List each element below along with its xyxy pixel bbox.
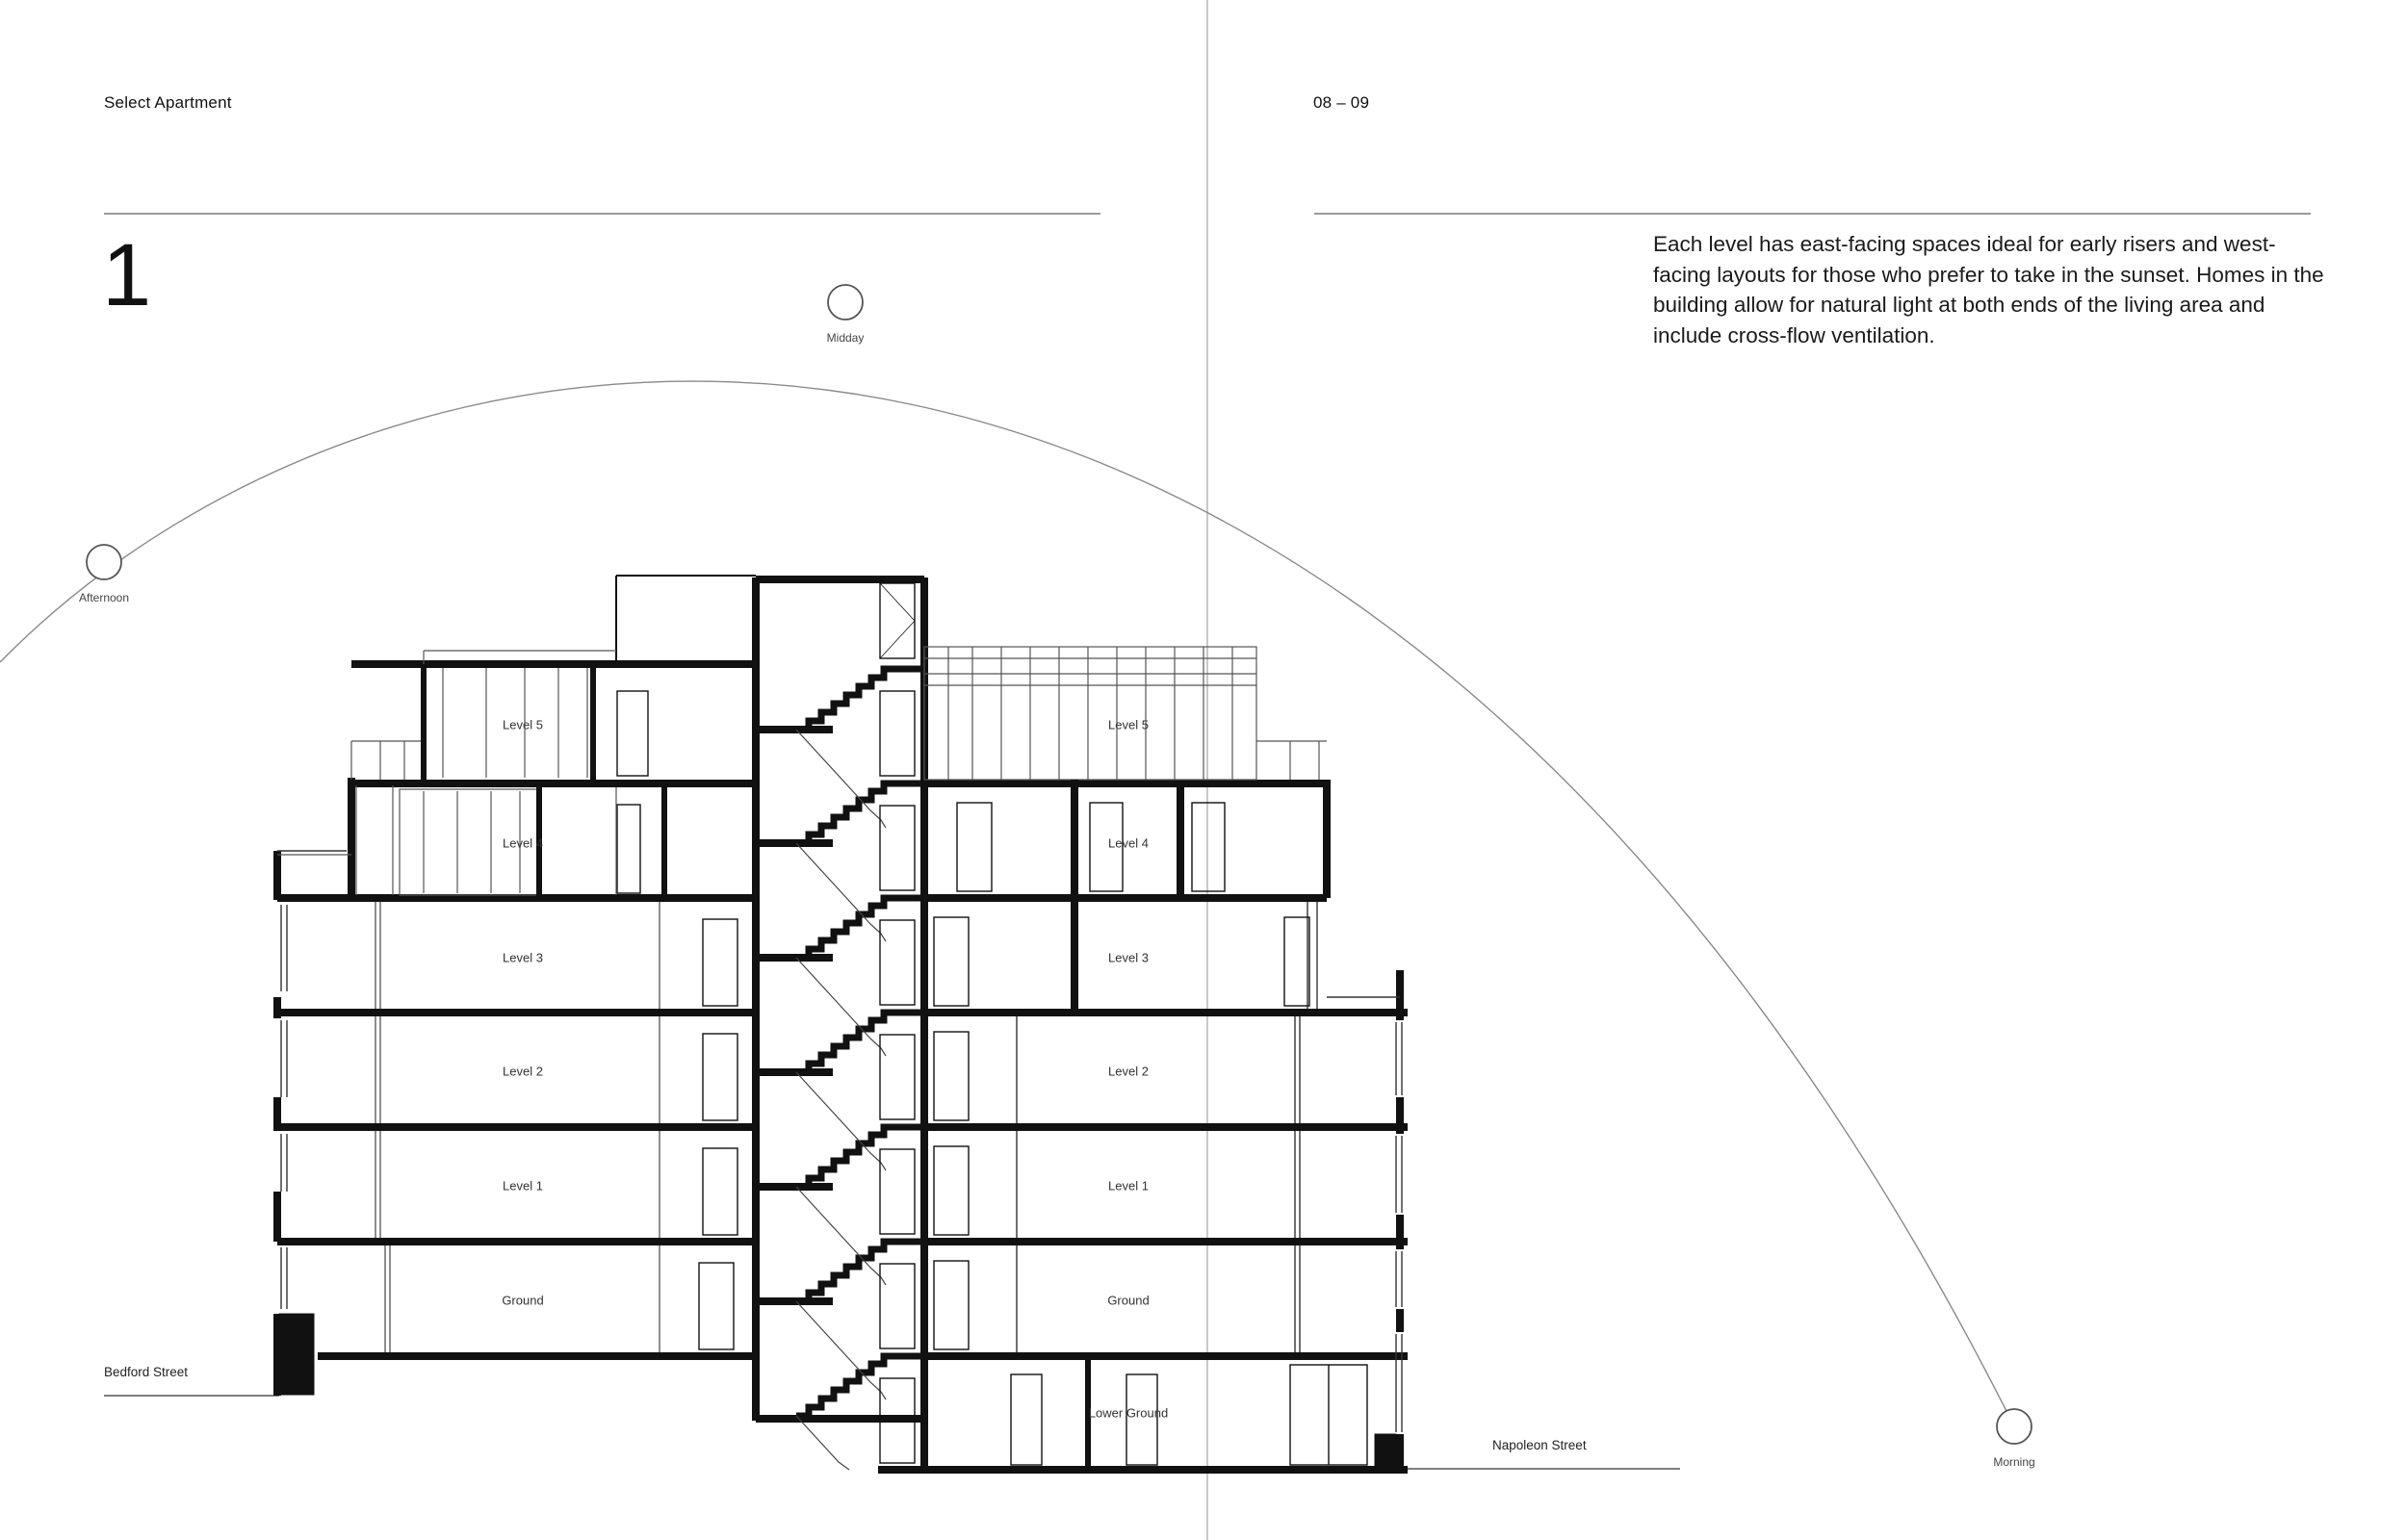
- level-label-west-ground: Ground: [502, 1293, 544, 1308]
- level-label-west-1: Level 1: [503, 1178, 543, 1194]
- afternoon-sun-marker: [86, 544, 122, 580]
- afternoon-label: Afternoon: [78, 591, 130, 604]
- right-divider: [1314, 213, 2311, 215]
- bedford-street-label: Bedford Street: [104, 1365, 189, 1379]
- left-divider: [104, 213, 1100, 215]
- napoleon-street-label: Napoleon Street: [1492, 1438, 1587, 1452]
- level-label-east-ground: Ground: [1107, 1293, 1150, 1308]
- section-title: Select Apartment: [104, 93, 232, 112]
- level-label-west-4: Level 4: [503, 835, 543, 851]
- level-label-east-3: Level 3: [1108, 950, 1149, 965]
- level-label-east-2: Level 2: [1108, 1064, 1149, 1079]
- intro-paragraph: Each level has east-facing spaces ideal …: [1653, 232, 2324, 347]
- level-label-east-1: Level 1: [1108, 1178, 1149, 1194]
- page-numbers: 08 – 09: [1313, 93, 1370, 112]
- page-spine: [1206, 0, 1208, 1540]
- level-label-east-4: Level 4: [1108, 835, 1149, 851]
- level-label-west-2: Level 2: [503, 1064, 543, 1079]
- midday-sun-marker: [827, 284, 864, 321]
- level-label-east-lower-ground: Lower Ground: [1088, 1405, 1169, 1421]
- midday-label: Midday: [826, 331, 865, 345]
- level-label-east-5: Level 5: [1108, 717, 1149, 732]
- morning-sun-marker: [1996, 1408, 2032, 1445]
- section-number: 1: [102, 226, 152, 324]
- level-label-west-5: Level 5: [503, 717, 543, 732]
- level-label-west-3: Level 3: [503, 950, 543, 965]
- sun-path-arc: [0, 380, 2015, 1427]
- morning-label: Morning: [1993, 1455, 2035, 1469]
